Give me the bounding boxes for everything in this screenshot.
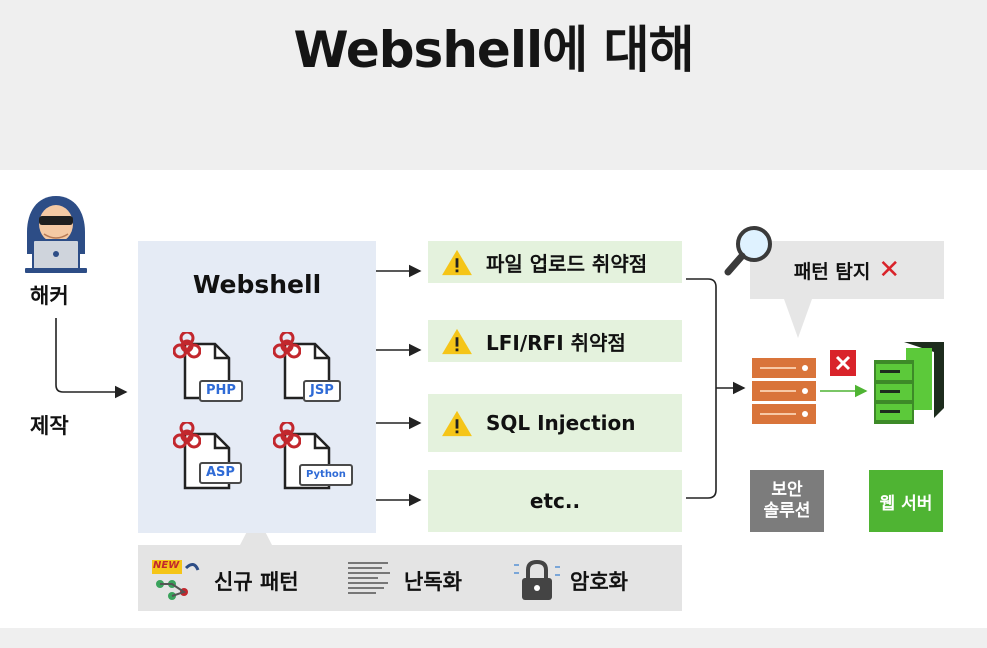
biohazard-icon (273, 422, 301, 449)
obfuscated-code-icon (346, 560, 392, 600)
php-label: PHP (199, 380, 243, 402)
vuln-box-lfi: LFI/RFI 취약점 (428, 320, 682, 362)
fail-x-icon: ✕ (878, 255, 901, 285)
php-file-icon: PHP (173, 332, 243, 402)
evasion-obfuscation: 난독화 (404, 570, 462, 594)
page-title: Webshell에 대해 (293, 21, 694, 79)
vuln-box-sql: SQL Injection (428, 394, 682, 452)
hacker-to-webshell-arrow (55, 318, 128, 399)
pattern-detection-callout: 패턴 탐지 ✕ (750, 241, 944, 299)
blocked-icon (830, 350, 856, 376)
jsp-label: JSP (303, 380, 341, 402)
biohazard-icon (173, 422, 201, 449)
web-server-label: 웹 서버 (869, 470, 943, 532)
asp-file-icon: ASP (173, 422, 242, 492)
warning-icon (442, 328, 472, 355)
vuln-label: 파일 업로드 취약점 (486, 251, 648, 276)
security-server-icon (752, 358, 816, 424)
hacker-label: 해커 (30, 284, 69, 308)
biohazard-icon (173, 332, 201, 359)
evasion-new-pattern: 신규 패턴 (214, 570, 299, 594)
evasion-encryption: 암호화 (570, 570, 628, 594)
new-badge: NEW (153, 560, 180, 571)
callout-tail (784, 299, 812, 338)
python-label: Python (299, 464, 353, 486)
magnifier-icon (724, 226, 772, 276)
new-pattern-icon: NEW (150, 558, 204, 602)
web-server-icon (874, 342, 944, 424)
webshell-title: Webshell (192, 270, 322, 299)
hacker-icon (25, 196, 87, 273)
biohazard-icon (273, 332, 301, 359)
merge-bracket (686, 278, 717, 499)
warning-icon (442, 249, 472, 276)
vuln-box-upload: 파일 업로드 취약점 (428, 241, 682, 283)
asp-label: ASP (199, 462, 242, 484)
detection-label: 패턴 탐지 (793, 260, 871, 283)
jsp-file-icon: JSP (273, 332, 341, 402)
vuln-box-etc: etc.. (428, 470, 682, 532)
vuln-label: etc.. (529, 489, 581, 513)
vuln-label: LFI/RFI 취약점 (486, 330, 626, 355)
make-label: 제작 (30, 414, 69, 438)
lock-encryption-icon (514, 558, 560, 602)
python-file-icon: Python (273, 422, 353, 492)
warning-icon (442, 410, 472, 437)
vuln-label: SQL Injection (486, 411, 636, 435)
security-solution-label: 보안 솔루션 (750, 470, 824, 532)
evasion-bar (138, 545, 682, 611)
